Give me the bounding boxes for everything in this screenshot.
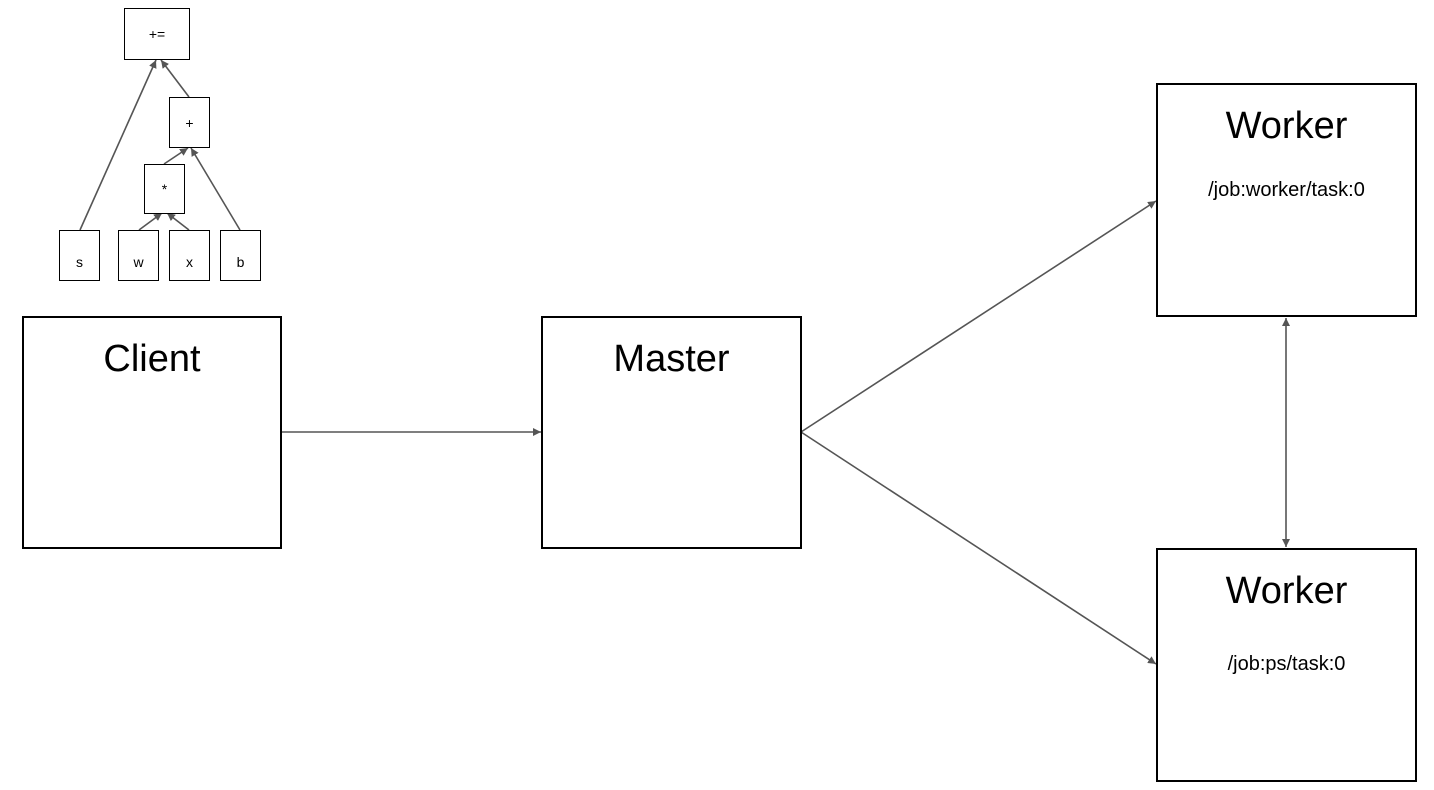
graph-node-label: +: [185, 114, 194, 131]
graph-node-label: *: [161, 181, 168, 197]
graph-node-label: b: [236, 254, 245, 270]
graph-node-b: b: [220, 230, 261, 281]
edge-add-to-assign-add: [160, 59, 190, 98]
graph-node-w: w: [118, 230, 159, 281]
worker-box-ps: Worker /job:ps/task:0: [1156, 548, 1417, 782]
graph-node-label: x: [186, 254, 193, 270]
master-box: Master: [541, 316, 802, 549]
edge-x-to-mul: [166, 212, 190, 231]
worker-task-label: /job:worker/task:0: [1208, 179, 1365, 201]
graph-node-mul: *: [144, 164, 185, 214]
edge-master-to-worker-0: [800, 200, 1157, 433]
graph-node-label: s: [76, 254, 83, 270]
graph-node-assign-add: +=: [124, 8, 190, 60]
client-box: Client: [22, 316, 282, 549]
graph-node-s: s: [59, 230, 100, 281]
client-title: Client: [103, 338, 201, 380]
worker-title: Worker: [1225, 105, 1348, 147]
edge-s-to-assign-add: [79, 59, 157, 231]
edge-w-to-mul: [138, 212, 163, 231]
worker-task-label: /job:ps/task:0: [1227, 653, 1346, 675]
edge-b-to-add: [190, 147, 241, 231]
graph-node-label: +=: [148, 26, 166, 42]
edge-master-to-worker-ps: [800, 431, 1157, 665]
worker-title: Worker: [1225, 570, 1348, 612]
graph-node-x: x: [169, 230, 210, 281]
edge-mul-to-add: [163, 147, 189, 165]
master-title: Master: [613, 338, 730, 380]
graph-node-label: w: [133, 254, 144, 270]
graph-node-add: +: [169, 97, 210, 148]
worker-box-0: Worker /job:worker/task:0: [1156, 83, 1417, 317]
